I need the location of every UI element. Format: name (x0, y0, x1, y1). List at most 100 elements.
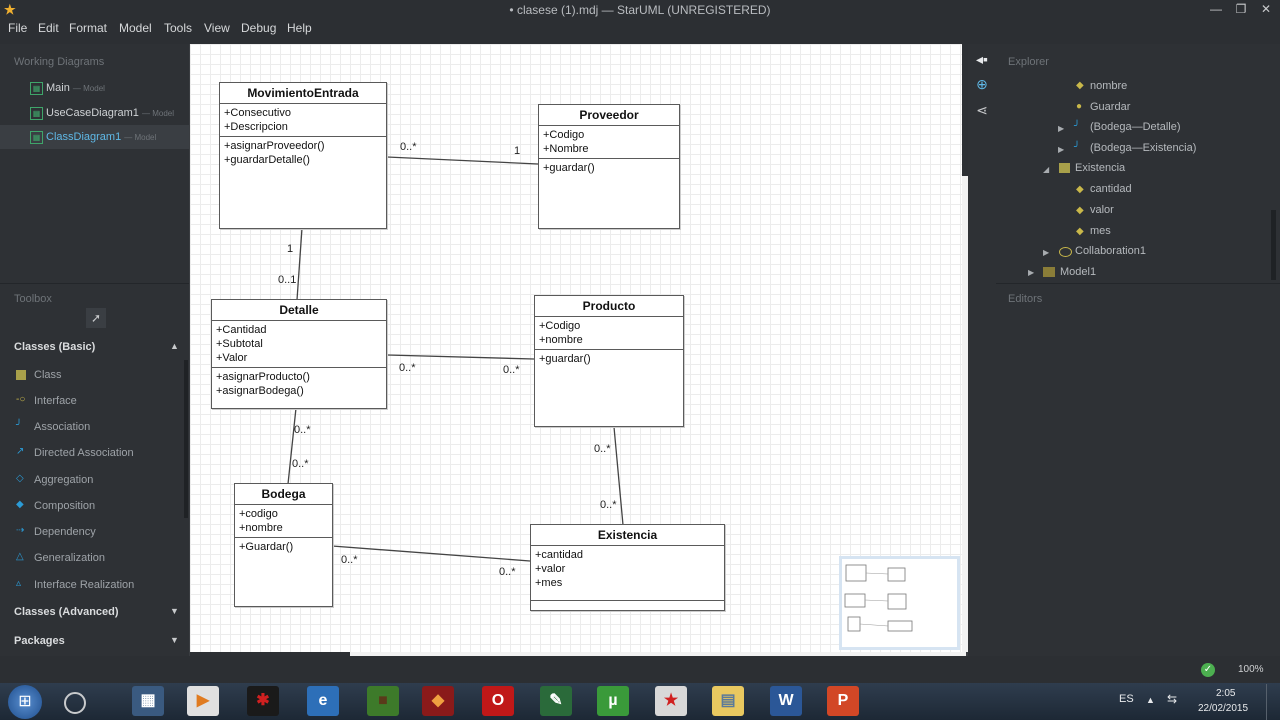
menu-edit[interactable]: Edit (38, 21, 59, 35)
vertical-scroll-thumb[interactable] (962, 44, 968, 176)
class-detalle[interactable]: Detalle +Cantidad +Subtotal +Valor +asig… (211, 299, 387, 409)
utorrent-icon[interactable]: µ (597, 686, 629, 716)
explorer-item[interactable]: valor (1090, 204, 1114, 216)
toolbox-dependency[interactable]: Dependency (34, 526, 96, 538)
toolbox-association[interactable]: Association (34, 421, 91, 433)
toolbox-scrollbar[interactable] (184, 360, 188, 518)
expand-icon[interactable]: ▼ (170, 635, 179, 645)
right-toolbar (968, 44, 996, 656)
word-icon[interactable]: W (770, 686, 802, 716)
media-player-icon[interactable]: ▶ (187, 686, 219, 716)
toolbox-interface[interactable]: Interface (34, 395, 77, 407)
class-producto[interactable]: Producto +Codigo +nombre +guardar() (534, 295, 684, 427)
game-icon[interactable]: ◆ (422, 686, 454, 716)
app-icon[interactable]: ★ (655, 686, 687, 716)
zoom-level[interactable]: 100% (1238, 664, 1264, 675)
interface-icon: -○ (16, 394, 26, 405)
association-icon: ╯ (1074, 121, 1081, 132)
menu-model[interactable]: Model (119, 21, 152, 35)
working-diagram-usecase[interactable]: UseCaseDiagram1 — Model (46, 107, 175, 119)
horizontal-scrollbar[interactable] (190, 652, 966, 657)
toolbox-aggregation[interactable]: Aggregation (34, 474, 94, 486)
explorer-item[interactable]: Existencia (1075, 162, 1126, 174)
selected-row-highlight (0, 125, 189, 149)
association-me-detalle (296, 227, 303, 301)
minimap[interactable] (839, 556, 960, 650)
diagram-canvas[interactable]: MovimientoEntrada +Consecutivo +Descripc… (190, 44, 962, 652)
start-button-icon[interactable]: ⊞ (8, 685, 42, 719)
opera-icon[interactable]: O (482, 686, 514, 716)
expand-icon[interactable]: ▼ (170, 606, 179, 616)
operation: +guardarDetalle() (224, 154, 310, 166)
share-icon[interactable]: ⋖ (976, 102, 988, 118)
explorer-item[interactable]: Collaboration1 (1075, 245, 1146, 257)
diagram-icon: ▦ (30, 82, 43, 95)
expand-arrow-icon[interactable]: ▶ (1058, 124, 1065, 133)
class-bodega[interactable]: Bodega +codigo +nombre +Guardar() (234, 483, 333, 607)
clock-date[interactable]: 22/02/2015 (1198, 703, 1249, 714)
working-diagram-main[interactable]: Main — Model (46, 82, 105, 94)
explorer-item[interactable]: cantidad (1090, 183, 1132, 195)
menu-view[interactable]: View (204, 21, 230, 35)
toolbox-composition[interactable]: Composition (34, 500, 96, 512)
vertical-scrollbar[interactable] (962, 44, 968, 652)
expand-arrow-icon[interactable]: ▶ (1058, 145, 1065, 154)
working-diagram-class[interactable]: ClassDiagram1 — Model (46, 131, 157, 143)
powerpoint-icon[interactable]: P (827, 686, 859, 716)
association-producto-existencia (613, 426, 624, 526)
class-movimientoentrada[interactable]: MovimientoEntrada +Consecutivo +Descripc… (219, 82, 387, 229)
explorer-item[interactable]: Model1 (1060, 266, 1097, 278)
attribute: +Descripcion (224, 121, 288, 133)
internet-explorer-icon[interactable]: e (307, 686, 339, 716)
expand-arrow-icon[interactable]: ▶ (1043, 248, 1050, 257)
explorer-toggle-icon[interactable]: ◂▪ (976, 51, 988, 67)
menu-help[interactable]: Help (287, 21, 312, 35)
minecraft-icon[interactable]: ■ (367, 686, 399, 716)
collapse-arrow-icon[interactable]: ◢ (1043, 165, 1050, 174)
diagram-icon: ▦ (30, 107, 43, 120)
app-icon[interactable] (64, 692, 86, 714)
language-indicator[interactable]: ES (1119, 693, 1134, 705)
maximize-icon[interactable]: ❐ (1235, 2, 1247, 16)
explorer-scrollbar[interactable] (1271, 210, 1276, 280)
class-attributes: +Cantidad +Subtotal +Valor (212, 321, 386, 368)
toolbox-section-basic[interactable]: Classes (Basic) (14, 341, 96, 353)
tray-arrow-icon[interactable]: ▲ (1146, 695, 1155, 705)
explorer-item[interactable]: (Bodega—Detalle) (1090, 121, 1181, 133)
class-proveedor[interactable]: Proveedor +Codigo +Nombre +guardar() (538, 104, 680, 229)
association-detalle-producto (386, 354, 535, 360)
menu-format[interactable]: Format (69, 21, 108, 35)
explorer-item[interactable]: nombre (1090, 80, 1128, 92)
toolbox-section-advanced[interactable]: Classes (Advanced) (14, 606, 119, 618)
toolbox-interface-realization[interactable]: Interface Realization (34, 579, 135, 591)
explorer-item[interactable]: mes (1090, 225, 1111, 237)
menu-debug[interactable]: Debug (241, 21, 277, 35)
navigator-icon[interactable]: ⊕ (976, 76, 988, 92)
menu-tools[interactable]: Tools (164, 21, 193, 35)
class-existencia[interactable]: Existencia +cantidad +valor +mes (530, 524, 725, 611)
staruml-taskbar-icon[interactable]: ▦ (132, 686, 164, 716)
explorer-item[interactable]: (Bodega—Existencia) (1090, 142, 1197, 154)
app-icon[interactable]: ✎ (540, 686, 572, 716)
horizontal-scroll-thumb[interactable] (190, 652, 350, 657)
explorer-item[interactable]: Guardar (1090, 101, 1131, 113)
toolbox-section-packages[interactable]: Packages (14, 635, 65, 647)
attribute: +Codigo (543, 129, 585, 141)
network-icon[interactable]: ⇆ (1167, 692, 1178, 706)
class-operations: +Guardar() (235, 538, 332, 556)
minimize-icon[interactable]: — (1210, 2, 1222, 16)
pointer-tool-icon[interactable]: ➚ (86, 308, 106, 328)
spiderman-icon[interactable]: ✱ (247, 686, 279, 716)
attribute: +Subtotal (216, 338, 263, 350)
collapse-icon[interactable]: ▲ (170, 341, 179, 351)
file-explorer-icon[interactable]: ▤ (712, 686, 744, 716)
show-desktop-button[interactable] (1266, 684, 1280, 720)
toolbox-generalization[interactable]: Generalization (34, 552, 105, 564)
expand-arrow-icon[interactable]: ▶ (1028, 268, 1035, 277)
multiplicity-label: 0..* (399, 362, 416, 374)
toolbox-class[interactable]: Class (34, 369, 62, 381)
close-icon[interactable]: ✕ (1260, 2, 1272, 16)
menu-file[interactable]: File (8, 21, 28, 35)
clock-time[interactable]: 2:05 (1216, 688, 1236, 699)
toolbox-directed-association[interactable]: Directed Association (34, 447, 134, 459)
